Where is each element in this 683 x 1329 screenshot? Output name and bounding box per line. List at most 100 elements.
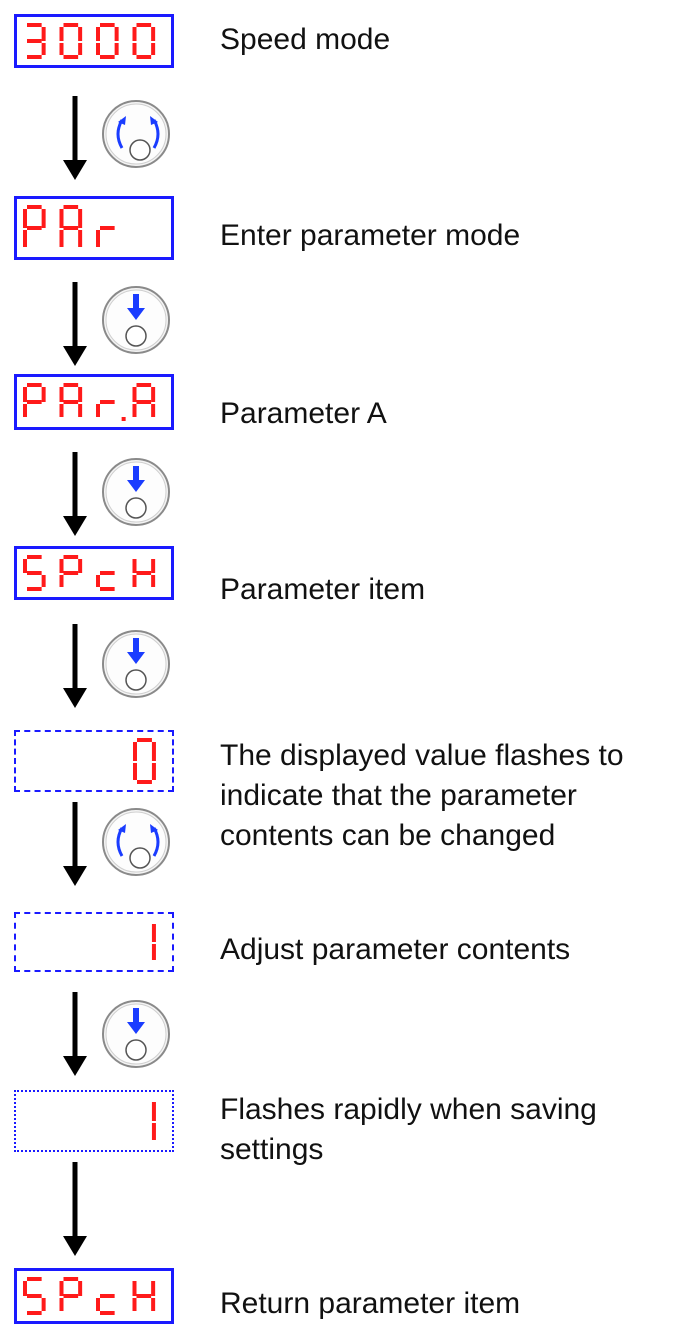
segment-d	[100, 55, 115, 59]
segment-f	[96, 27, 100, 41]
segment-b	[151, 27, 156, 41]
segment-d	[63, 55, 79, 59]
segment-d	[27, 1311, 42, 1315]
segment-b	[78, 1281, 83, 1296]
segment-f	[59, 209, 64, 228]
caption-enter-parameter-mode: Enter parameter mode	[220, 219, 521, 252]
segment-a	[27, 1277, 42, 1281]
caption-parameter-a: Parameter A	[220, 397, 387, 430]
rotate-knob-icon	[102, 808, 170, 876]
segment-b	[78, 209, 83, 228]
segment-b	[151, 387, 156, 402]
segment-a	[27, 383, 42, 387]
segment-e	[96, 575, 100, 587]
segment-b	[41, 209, 46, 228]
display-adjust-value	[14, 912, 174, 972]
display-flashing-value	[14, 730, 174, 792]
segment-f	[132, 387, 137, 402]
segment-c	[78, 404, 83, 417]
segment-g	[100, 400, 115, 404]
segment-f	[59, 27, 64, 41]
segment-b	[151, 924, 156, 942]
decimal-point	[121, 417, 126, 421]
segment-digits	[133, 738, 156, 784]
display-return-parameter-item	[14, 1268, 174, 1324]
display-parameter-a	[14, 374, 174, 430]
segment-g	[27, 571, 42, 575]
down-arrow-icon	[63, 624, 87, 708]
caption-parameter-item: Parameter item	[220, 573, 426, 606]
segment-f	[133, 742, 137, 761]
segment-a	[63, 205, 79, 209]
segment-b	[41, 27, 46, 41]
segment-b	[41, 387, 46, 402]
segment-digits	[23, 383, 156, 421]
segment-b	[78, 387, 83, 402]
segment-c	[151, 1298, 156, 1311]
caption-saving-value: Flashes rapidly when saving settings	[220, 1093, 597, 1166]
segment-f	[23, 1281, 27, 1296]
segment-c	[151, 944, 156, 960]
segment-f	[132, 1281, 137, 1296]
segment-b	[78, 559, 83, 573]
segment-b	[151, 559, 156, 573]
segment-e	[23, 404, 27, 417]
segment-c	[151, 575, 156, 587]
segment-a	[63, 1277, 79, 1281]
display-enter-parameter-mode	[14, 196, 174, 260]
segment-digits	[23, 555, 156, 591]
segment-f	[59, 387, 64, 402]
down-arrow-icon	[63, 992, 87, 1076]
segment-a	[100, 23, 115, 27]
segment-c	[41, 575, 46, 587]
display-parameter-item	[14, 546, 174, 600]
down-arrow-icon	[63, 282, 87, 366]
down-arrow-icon	[63, 1162, 87, 1256]
caption-return-parameter-item: Return parameter item	[220, 1287, 521, 1320]
segment-g	[63, 400, 79, 404]
segment-a	[63, 23, 79, 27]
segment-f	[132, 559, 137, 573]
display-saving-value	[14, 1090, 174, 1152]
segment-c	[151, 1123, 156, 1140]
segment-g	[136, 571, 152, 575]
segment-d	[100, 587, 115, 591]
segment-g	[136, 400, 152, 404]
segment-d	[100, 1311, 115, 1315]
segment-a	[27, 205, 42, 209]
segment-a	[63, 555, 79, 559]
segment-g	[27, 39, 42, 43]
press-knob-icon	[102, 630, 170, 698]
segment-f	[59, 1281, 64, 1296]
down-arrow-icon	[63, 452, 87, 536]
segment-c	[41, 43, 46, 55]
segment-f	[23, 559, 27, 573]
segment-e	[133, 763, 137, 780]
segment-digits	[23, 205, 115, 247]
segment-g	[63, 226, 79, 230]
press-knob-icon	[102, 458, 170, 526]
segment-c	[41, 1298, 46, 1311]
segment-c	[151, 763, 156, 780]
segment-e	[132, 1298, 137, 1311]
segment-e	[59, 575, 64, 587]
segment-digits	[23, 1277, 156, 1315]
segment-c	[78, 230, 83, 247]
segment-e	[96, 43, 100, 55]
segment-c	[151, 43, 156, 55]
segment-g	[100, 1294, 115, 1298]
segment-a	[27, 23, 42, 27]
press-knob-icon	[102, 1000, 170, 1068]
segment-digits	[151, 1102, 156, 1140]
segment-digits	[151, 924, 156, 960]
segment-b	[151, 1102, 156, 1121]
segment-d	[27, 55, 42, 59]
segment-e	[132, 404, 137, 417]
segment-g	[100, 226, 115, 230]
segment-g	[100, 571, 115, 575]
segment-b	[78, 27, 83, 41]
segment-e	[59, 1298, 64, 1311]
segment-e	[23, 230, 27, 247]
segment-d	[27, 587, 42, 591]
segment-a	[136, 383, 152, 387]
